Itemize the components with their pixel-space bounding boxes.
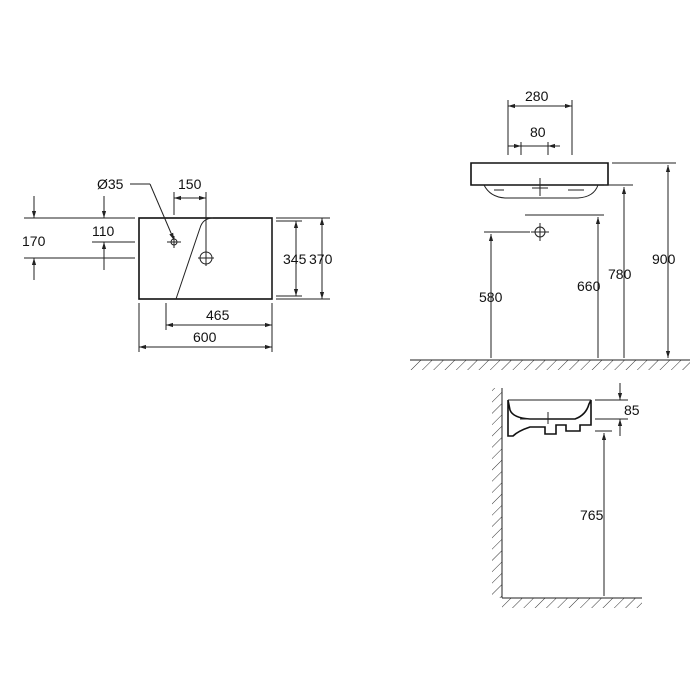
- dim-150: 150: [178, 176, 202, 192]
- dim-85: 85: [624, 402, 640, 418]
- dim-110: 110: [92, 223, 115, 239]
- dim-hole-diameter: Ø35: [97, 176, 124, 192]
- dim-370: 370: [309, 251, 333, 267]
- side-view: 85 765: [492, 383, 642, 608]
- front-waste-outlet: [525, 214, 555, 241]
- dim-900: 900: [652, 251, 676, 267]
- dim-780: 780: [608, 266, 632, 282]
- dim-80: 80: [530, 124, 546, 140]
- basin-side-profile: [507, 399, 592, 437]
- front-view: 280 80 580 660 780: [410, 88, 690, 370]
- tap-hole: [198, 250, 214, 266]
- front-waste-symbol: [532, 178, 548, 196]
- dim-280: 280: [525, 88, 549, 104]
- overflow-hole: [167, 236, 181, 248]
- wall-hatch: [492, 388, 502, 598]
- side-floor-hatch: [502, 598, 642, 608]
- top-view: Ø35 150 170 110 345 370 465 600: [22, 176, 333, 352]
- dim-765: 765: [580, 507, 604, 523]
- dim-600: 600: [193, 329, 217, 345]
- dim-170: 170: [22, 233, 46, 249]
- dim-345: 345: [283, 251, 307, 267]
- dim-660: 660: [577, 278, 601, 294]
- basin-bowl-curve: [175, 217, 214, 300]
- dim-465: 465: [206, 307, 230, 323]
- floor-hatch: [410, 360, 690, 370]
- dim-580: 580: [479, 289, 503, 305]
